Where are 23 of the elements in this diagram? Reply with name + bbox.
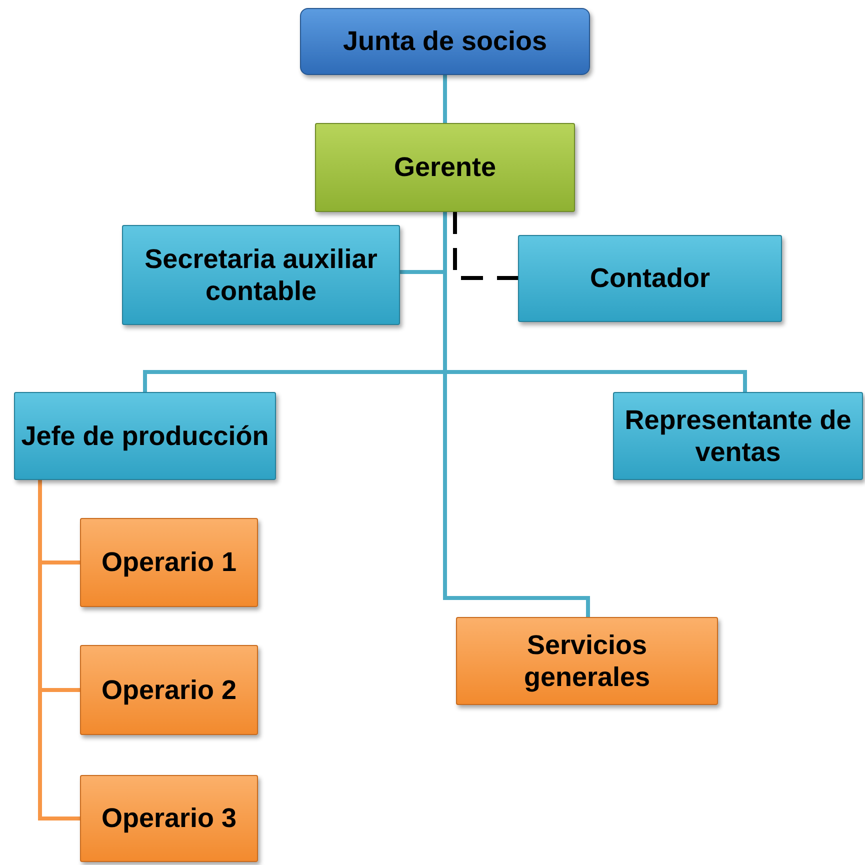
org-box — [14, 392, 276, 480]
box-label: Representante de ventas — [624, 404, 852, 468]
box-label: Servicios generales — [522, 628, 652, 694]
org-box — [80, 645, 258, 735]
org-box — [80, 775, 258, 862]
box-label: Gerente — [394, 151, 496, 184]
org-box — [300, 8, 590, 75]
org-box — [122, 225, 400, 325]
box-label: Jefe de producción — [21, 420, 269, 452]
box-label: Operario 3 — [101, 802, 237, 835]
box-label: Secretaria auxiliar contable — [144, 242, 378, 308]
connector-line — [453, 212, 518, 280]
connector-line — [443, 75, 447, 123]
box-label: Operario 2 — [101, 674, 237, 706]
box-label: Junta de socios — [342, 25, 548, 58]
org-box — [613, 392, 863, 480]
org-box — [80, 518, 258, 607]
box-label: Contador — [590, 262, 710, 295]
box-label: Operario 1 — [101, 546, 237, 579]
connector-line — [38, 480, 80, 820]
org-box — [518, 235, 782, 322]
org-box — [456, 617, 718, 705]
org-box — [315, 123, 575, 212]
